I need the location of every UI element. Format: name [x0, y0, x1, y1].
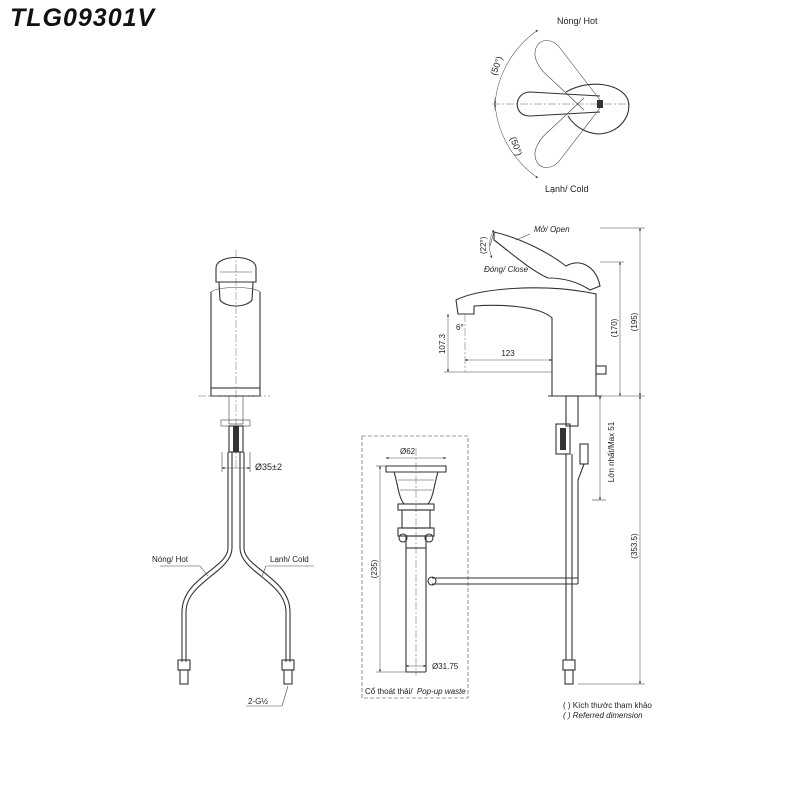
front-diameter-label: Ø35±2 [255, 462, 282, 472]
front-hot-label: Nóng/ Hot [152, 555, 189, 564]
hot-fitting [177, 659, 191, 671]
waste-frame [361, 435, 469, 699]
hot-hose-outer [185, 452, 233, 662]
cold-angle-arc [494, 103, 539, 179]
model-title: TLG09301V [10, 4, 156, 32]
hot-hose-inner [181, 452, 229, 662]
handle-hot-position [534, 40, 601, 111]
front-spout-outlet [218, 281, 254, 307]
waste-flange [385, 465, 447, 473]
lever-angle-label: (22°) [479, 236, 488, 254]
close-label: Đóng/ Close [484, 265, 529, 274]
top-view: Nóng/ Hot Lạnh/ Cold (50°) (50°) [488, 16, 630, 194]
side-body [455, 287, 597, 397]
handle-cold-position [534, 97, 601, 168]
front-shank-core [233, 426, 239, 452]
side-view: (195) (170) 107.3 123 6° (22°) Mở/ Open … [427, 225, 645, 685]
spout-angle-label: 6° [456, 323, 464, 332]
hot-angle-arc [494, 29, 539, 105]
waste-top-diameter: Ø62 [400, 447, 416, 456]
thread-label: 2-G½ [248, 697, 268, 706]
hot-fitting-nut [179, 669, 189, 685]
note-reference-vi: ( ) Kích thước tham khảo [563, 701, 652, 710]
dim-170: (170) [610, 318, 619, 337]
front-view: Ø35±2 Nóng/ Hot Lạnh/ Cold 2-G½ [152, 250, 314, 707]
waste-caption: Cổ thoát thải/ Pop-up waste [365, 687, 466, 696]
handle-indicator [597, 100, 603, 108]
open-label: Mở/ Open [534, 225, 570, 234]
dim-107-3: 107.3 [438, 333, 447, 354]
top-hot-angle: (50°) [488, 55, 504, 77]
side-lever [493, 231, 601, 291]
cold-fitting-nut [283, 669, 293, 685]
max-51-label: Lớn nhất/Max 51 [607, 421, 616, 482]
popup-rod [577, 463, 585, 584]
note-reference-en: ( ) Referred dimension [563, 711, 643, 720]
side-shank [565, 395, 579, 427]
cold-hose-inner [243, 452, 291, 662]
dim-123: 123 [501, 349, 515, 358]
side-lock-nut [555, 423, 571, 455]
top-cold-label: Lạnh/ Cold [545, 184, 589, 194]
top-cold-angle: (50°) [508, 135, 524, 157]
front-handle [215, 257, 257, 283]
front-lock-nut [220, 419, 251, 427]
popup-waste: Ø62 (235) Ø31.75 Cổ thoát thải/ Pop-up w… [361, 435, 469, 699]
waste-bottom-diameter: Ø31.75 [432, 662, 459, 671]
dim-195: (195) [630, 312, 639, 331]
front-shank [228, 395, 244, 425]
handle-base-outline [565, 83, 630, 135]
side-popup-knob [595, 365, 607, 375]
popup-link-pivot [427, 576, 437, 586]
waste-caption-en: Pop-up waste [417, 687, 466, 696]
cold-fitting [281, 659, 295, 671]
front-cold-label: Lạnh/ Cold [270, 555, 309, 564]
cold-hose-outer [239, 452, 287, 662]
handle-center-position [516, 91, 601, 117]
notes: ( ) Kích thước tham khảo ( ) Referred di… [563, 701, 652, 720]
waste-length: (235) [370, 559, 379, 578]
dim-353-5: (353.5) [630, 533, 639, 559]
popup-rod-clip [579, 443, 589, 465]
front-base-plate [210, 387, 261, 397]
waste-caption-vi: Cổ thoát thải/ [365, 687, 413, 696]
top-hot-label: Nóng/ Hot [557, 16, 598, 26]
